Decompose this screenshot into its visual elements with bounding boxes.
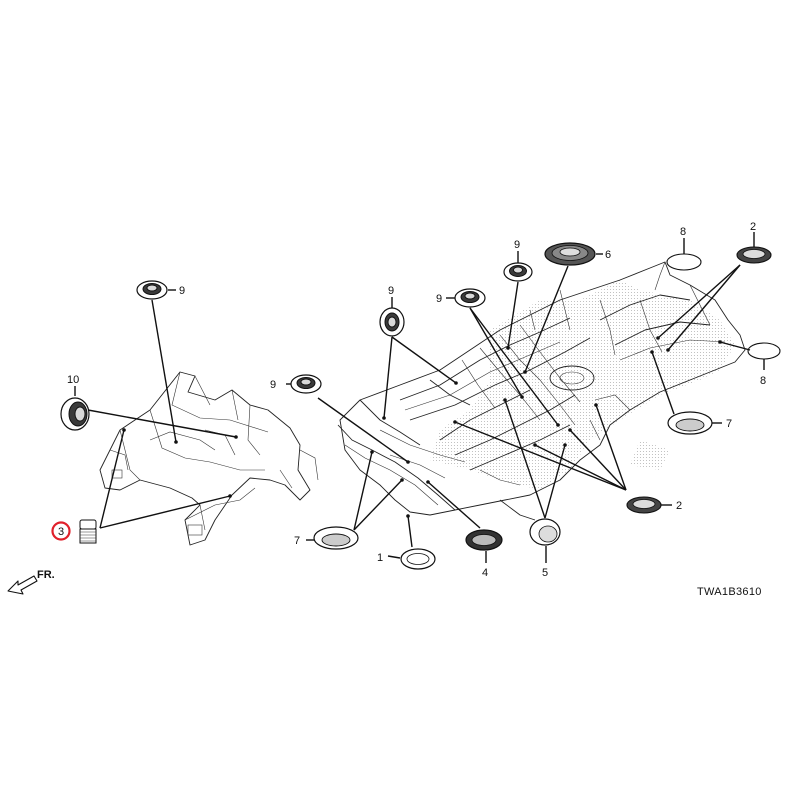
callout-2: 2: [750, 221, 756, 233]
callout-5: 5: [542, 567, 548, 579]
part-7-grommet-icon: [313, 526, 359, 550]
part-9-grommet-icon: [454, 288, 486, 308]
part-1-seal-icon: [400, 548, 436, 570]
callout-3[interactable]: 3: [58, 526, 64, 538]
callout-10: 10: [67, 374, 79, 386]
part-4-grommet-icon: [465, 529, 503, 551]
part-6-grommet-icon: [544, 242, 596, 266]
callout-9: 9: [436, 293, 442, 305]
part-3-plug-icon: [79, 519, 97, 544]
callout-9: 9: [388, 285, 394, 297]
highlight-ring[interactable]: [51, 521, 71, 541]
floor-pan-body: [337, 261, 746, 521]
part-8-seal-icon: [747, 342, 781, 360]
front-direction-indicator: FR.: [7, 569, 55, 595]
part-2-grommet-icon: [626, 496, 662, 514]
callout-9: 9: [179, 285, 185, 297]
part-9-grommet-icon: [503, 262, 533, 282]
leader-lines: [74, 232, 765, 563]
part-9-grommet-icon: [136, 280, 168, 300]
callout-7: 7: [294, 535, 300, 547]
part-8-seal-icon: [666, 253, 702, 271]
callout-8: 8: [680, 226, 686, 238]
front-label: FR.: [37, 569, 55, 581]
callout-6: 6: [605, 249, 611, 261]
part-2-grommet-icon: [736, 246, 772, 264]
callout-9: 9: [514, 239, 520, 251]
callout-8: 8: [760, 375, 766, 387]
part-9-grommet-icon: [290, 374, 322, 394]
part-9-grommet-icon: [379, 307, 405, 337]
diagram-code: TWA1B3610: [697, 586, 762, 598]
part-5-grommet-icon: [529, 518, 561, 546]
callout-labels: 9 9 9 9 9 6 8 2 8 7 2 7 1 4 5 10 3: [51, 221, 766, 579]
part-10-plug-icon: [60, 397, 90, 431]
callout-7: 7: [726, 418, 732, 430]
front-arrow-icon: [7, 575, 38, 595]
callout-4: 4: [482, 567, 488, 579]
callout-2: 2: [676, 500, 682, 512]
callout-9: 9: [270, 379, 276, 391]
front-frame-body: [99, 371, 319, 546]
callout-1: 1: [377, 552, 383, 564]
part-7-grommet-icon: [667, 411, 713, 435]
